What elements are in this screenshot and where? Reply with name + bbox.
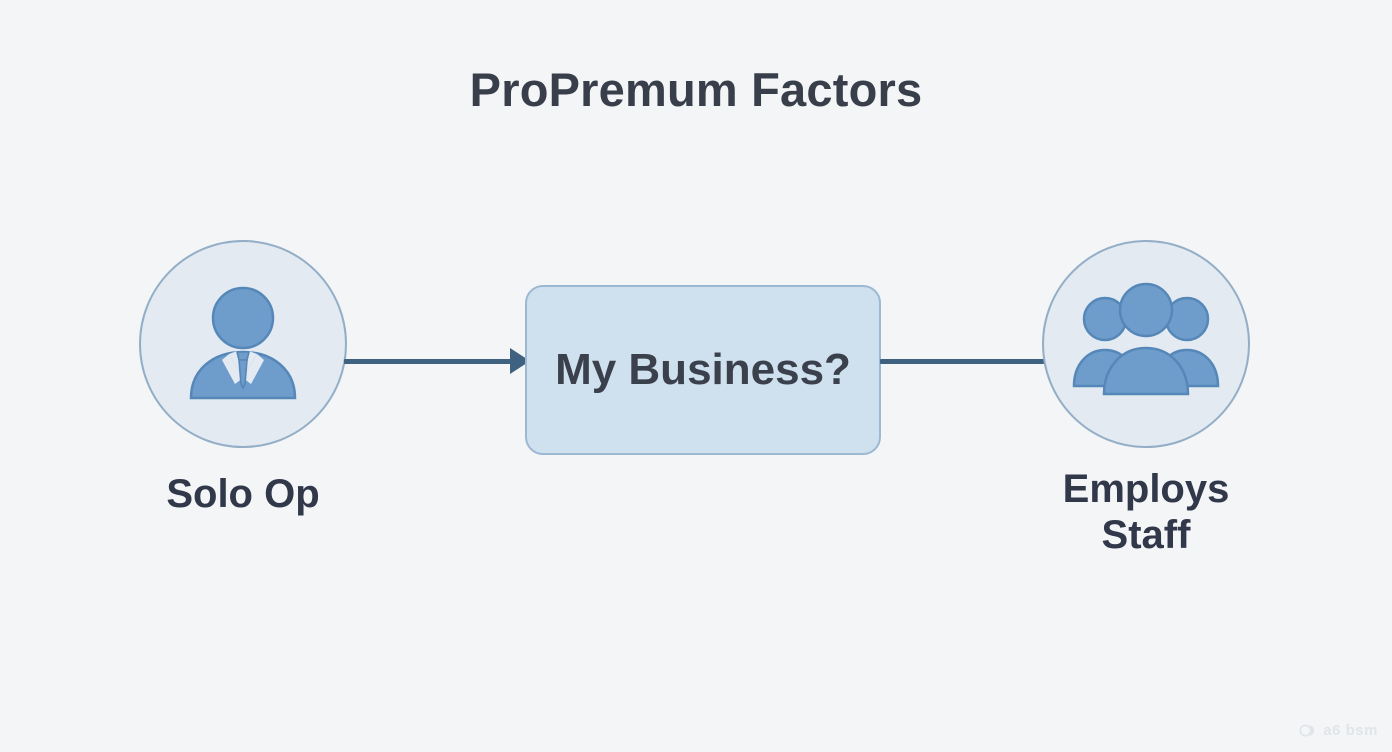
page-title: ProPremum Factors xyxy=(469,63,923,116)
node-employs-staff[interactable] xyxy=(1042,240,1250,448)
node-employs-staff-label: Employs Staff xyxy=(1062,467,1230,557)
connector-solo-to-business xyxy=(344,359,526,364)
watermark-logo-icon xyxy=(1299,721,1318,740)
watermark: a6 bsm xyxy=(1299,721,1378,740)
node-solo-op-label: Solo Op xyxy=(166,472,320,516)
group-people-icon xyxy=(1071,282,1221,407)
node-solo-op[interactable] xyxy=(139,240,347,448)
node-my-business-label: My Business? xyxy=(555,345,851,394)
watermark-text: a6 bsm xyxy=(1323,722,1378,739)
connector-business-to-staff xyxy=(880,359,1045,364)
single-person-icon xyxy=(175,274,311,415)
node-my-business[interactable]: My Business? xyxy=(525,285,881,455)
